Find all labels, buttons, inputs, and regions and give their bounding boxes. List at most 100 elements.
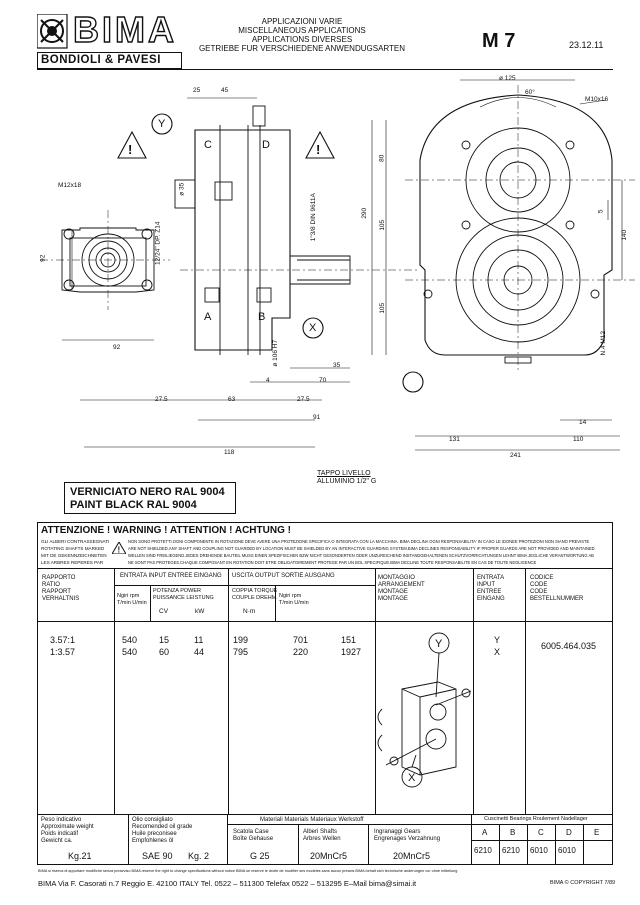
bima-logo-icon (37, 14, 68, 49)
bearing-col-c: C (538, 828, 544, 837)
row2-rpm-out: 1927 (341, 647, 362, 657)
label-b: B (258, 311, 266, 323)
oil-grade: SAE 90 (142, 851, 173, 861)
dim-m12: M12x18 (58, 182, 82, 189)
case-header: Scatola Case Boîte Gehause (233, 829, 274, 842)
gears-header: Ingranaggi Gears Engrenages Verzahnung (374, 829, 441, 842)
dim-110: 110 (573, 436, 584, 443)
dim-60: 60° (525, 89, 535, 96)
side-view (174, 105, 420, 355)
h-code: CODICE CODE CODE BESTELLNUMMER (530, 575, 584, 602)
paint-en: PAINT BLACK RAL 9004 (70, 499, 197, 511)
dim-4: 4 (266, 377, 270, 384)
dim-131: 131 (449, 436, 460, 443)
h-cv: CV (159, 608, 169, 615)
mounting-diagram: Y X (377, 632, 472, 788)
dim-241: 241 (510, 452, 521, 459)
dim-290: 290 (361, 207, 369, 219)
label-y: Y (158, 118, 166, 130)
svg-text:Y: Y (435, 638, 443, 650)
paint-it: VERNICIATO NERO RAL 9004 (70, 486, 225, 498)
bearing-col-d: D (566, 828, 572, 837)
bearing-c: 6010 (530, 846, 548, 855)
bearing-col-e: E (594, 828, 600, 837)
dim-45: 45 (221, 87, 229, 94)
svg-text:X: X (408, 772, 416, 784)
h-kw: kW (195, 608, 205, 615)
weight-value: Kg.21 (68, 851, 92, 861)
dim-92-h: 92 (113, 344, 121, 351)
dim-spline: 12/24" DP. Z14 (154, 221, 162, 265)
notice-line: BIMA si riserva di apportare modifiche s… (38, 869, 458, 873)
svg-text:!: ! (128, 142, 132, 157)
warning-left: GLI ALBERI CONTRASSEGNATI ROTATING SHAFT… (41, 539, 110, 565)
paint-box: VERNICIATO NERO RAL 9004 PAINT BLACK RAL… (64, 482, 236, 514)
dim-27-5a: 27.5 (155, 396, 168, 403)
dim-105a: 105 (379, 219, 387, 231)
dim-27-5b: 27.5 (297, 396, 310, 403)
dim-105b: 105 (379, 302, 387, 314)
technical-drawing: ! ! (40, 79, 635, 451)
row2-torque-in: 795 (233, 647, 249, 657)
drawing-date: 23.12.11 (569, 40, 604, 50)
dim-92-v: 92 (39, 254, 47, 262)
h-mount: MONTAGGIO ARRANGEMENT MONTAGE MONTAGE (378, 575, 425, 602)
h-rpm-out: Ngiri rpm T/min U/min (279, 593, 309, 606)
h-power: POTENZA POWER PUISSANCE LEISTUNG (153, 588, 214, 601)
label-a: A (204, 311, 212, 323)
row2-torque-out: 220 (293, 647, 309, 657)
row2-entry: X (494, 647, 501, 657)
header: BIMA BONDIOLI & PAVESI APPLICAZIONI VARI… (37, 9, 613, 70)
spec-table: RAPPORTO RATIO RAPPORT VERHALTNIS ENTRAT… (37, 568, 613, 815)
dimension-lines (62, 79, 623, 451)
copyright: BIMA © COPYRIGHT 7/89 (550, 880, 616, 886)
company-box: BONDIOLI & PAVESI (37, 52, 182, 69)
bearing-b: 6210 (502, 846, 520, 855)
address-line: BIMA Via F. Casorati n.7 Reggio E. 42100… (38, 879, 417, 888)
dim-14: 14 (579, 419, 587, 426)
row1-ratio: 3.57:1 (50, 635, 76, 645)
h-nm: N·m (243, 608, 256, 615)
label-x: X (309, 322, 317, 334)
label-d: D (262, 139, 270, 151)
row1-cv: 15 (159, 635, 170, 645)
dim-118: 118 (224, 449, 235, 456)
oil-header: Olio consigliato Recomended oil grade Hu… (132, 817, 193, 844)
bearings-header: Cuscinetti Bearings Roulement Nadellager (484, 816, 588, 822)
dim-70: 70 (319, 377, 327, 384)
dim-n4: N.4 M12 (600, 330, 608, 356)
row2-ratio: 1:3.57 (50, 647, 76, 657)
bearing-a: 6210 (474, 846, 492, 855)
title-de: GETRIEBE FUR VERSCHIEDENE ANWENDUGSARTEN (198, 44, 406, 53)
dim-140: 140 (621, 229, 629, 241)
row1-rpm-out: 151 (341, 635, 357, 645)
warning-icon: ! (112, 542, 126, 554)
bearing-col-b: B (510, 828, 516, 837)
dim-106: ø 106 H7 (272, 339, 280, 367)
weight-header: Peso indicativo Approximate weight Poids… (41, 817, 94, 844)
dim-91: 91 (313, 414, 321, 421)
company-name: BONDIOLI & PAVESI (41, 54, 161, 66)
shafts-material: 20MnCr5 (310, 851, 348, 861)
h-ratio: RAPPORTO RATIO RAPPORT VERHALTNIS (42, 575, 80, 602)
h-entry: ENTRATA INPUT ENTREE EINGANG (477, 575, 505, 602)
dim-80: 80 (378, 154, 386, 162)
row1-entry: Y (494, 635, 501, 645)
header-divider (37, 69, 613, 70)
shafts-header: Alberi Shafts Arbres Wellen (303, 829, 341, 842)
dim-125: ø 125 (499, 75, 516, 82)
bearing-d: 6010 (558, 846, 576, 855)
dim-shaft: 1"3/8 DIN 9611A (309, 193, 317, 242)
flange-view (40, 210, 170, 310)
level-plug-note: TAPPO LIVELLO ALLUMINIO 1/2" G (317, 470, 377, 485)
warning-heading: ATTENZIONE ! WARNING ! ATTENTION ! ACHTU… (41, 525, 291, 536)
brand-name: BIMA (72, 9, 177, 50)
dim-35: ø 35 (178, 182, 186, 196)
oil-quantity: Kg. 2 (188, 851, 210, 861)
warning-band: ATTENZIONE ! WARNING ! ATTENTION ! ACHTU… (37, 522, 613, 568)
title-fr: APPLICATIONS DIVERSES (251, 35, 353, 44)
h-output: USCITA OUTPUT SORTIE AUSGANG (232, 573, 335, 579)
row1-torque-out: 701 (293, 635, 309, 645)
row2-cv: 60 (159, 647, 170, 657)
product-code: 6005.464.035 (541, 641, 597, 651)
